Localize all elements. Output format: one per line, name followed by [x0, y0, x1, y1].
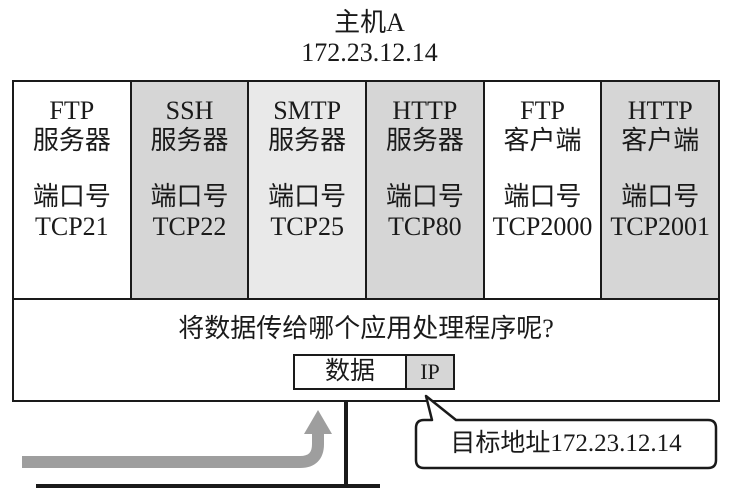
app-port-label: 端口号: [385, 182, 464, 211]
app-port: TCP25: [270, 212, 345, 241]
app-role: 服务器: [32, 126, 111, 155]
app-smtp-server: SMTP 服务器 端口号 TCP25: [249, 82, 368, 298]
app-protocol: HTTP: [627, 96, 693, 125]
app-http-client: HTTP 客户端 端口号 TCP2001: [602, 82, 719, 298]
packet-ip-header: IP: [407, 356, 453, 388]
incoming-arrow-head: [304, 410, 332, 434]
app-port: TCP80: [388, 212, 462, 241]
app-role: 服务器: [268, 126, 347, 155]
app-role: 服务器: [385, 126, 464, 155]
app-port-label: 端口号: [32, 182, 111, 211]
app-http-server: HTTP 服务器 端口号 TCP80: [367, 82, 485, 298]
app-port-label: 端口号: [503, 182, 582, 211]
app-protocol: SSH: [165, 96, 214, 125]
packet: 数据 IP: [293, 354, 455, 390]
app-protocol: FTP: [49, 96, 95, 125]
host-ip: 172.23.12.14: [301, 38, 438, 67]
app-port: TCP2001: [610, 212, 711, 241]
app-ftp-server: FTP 服务器 端口号 TCP21: [14, 82, 132, 298]
question-text: 将数据传给哪个应用处理程序呢?: [178, 314, 554, 343]
app-port: TCP2000: [492, 212, 593, 241]
app-protocol: FTP: [520, 96, 565, 125]
app-role: 客户端: [621, 126, 700, 155]
host-box: FTP 服务器 端口号 TCP21 SSH 服务器 端口号 TCP22 SMTP…: [12, 80, 720, 402]
app-role: 服务器: [150, 126, 229, 155]
app-port-label: 端口号: [268, 182, 347, 211]
application-row: FTP 服务器 端口号 TCP21 SSH 服务器 端口号 TCP22 SMTP…: [14, 82, 719, 300]
host-name: 主机A: [334, 8, 405, 37]
address-callout-bubble: [414, 394, 718, 470]
app-port: TCP21: [34, 212, 109, 241]
app-ssh-server: SSH 服务器 端口号 TCP22: [131, 82, 250, 298]
app-port-label: 端口号: [621, 182, 700, 211]
destination-address-label: 目标地址172.23.12.14: [450, 430, 682, 457]
app-port: TCP22: [152, 212, 227, 241]
app-port-label: 端口号: [150, 182, 229, 211]
app-ftp-client: FTP 客户端 端口号 TCP2000: [484, 82, 603, 298]
packet-data-field: 数据: [295, 356, 407, 388]
app-protocol: HTTP: [392, 96, 458, 125]
incoming-arrow-shaft: [22, 432, 324, 468]
app-protocol: SMTP: [273, 96, 342, 125]
app-role: 客户端: [503, 126, 582, 155]
